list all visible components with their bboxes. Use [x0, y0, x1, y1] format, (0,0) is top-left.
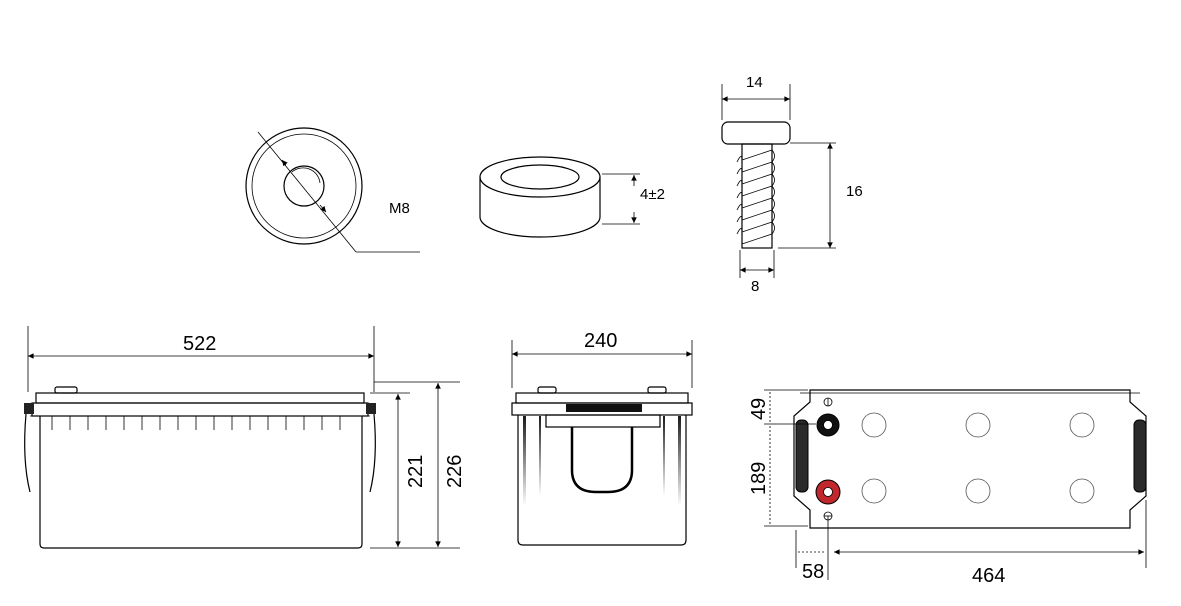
- front-height-label: 221: [405, 455, 427, 488]
- side-width-label: 240: [584, 330, 617, 352]
- side-view-drawing: 240: [511, 330, 693, 546]
- top-view-drawing: 49 189 58 464: [748, 389, 1147, 587]
- front-view-drawing: 522 221 226: [24, 326, 466, 549]
- top-terminal-offset-label: 49: [748, 398, 770, 420]
- bolt-shank-diameter-label: 8: [751, 278, 759, 295]
- bolt-length-label: 16: [846, 183, 863, 200]
- washer-drawing: 4±2: [479, 156, 665, 238]
- top-edge-offset-label: 58: [802, 561, 824, 583]
- top-inner-length-label: 464: [972, 565, 1005, 587]
- nut-thread-label: M8: [389, 200, 410, 217]
- bolt-drawing: 14 16 8: [721, 74, 863, 295]
- nut-drawing: M8: [245, 127, 420, 253]
- front-total-height-label: 226: [444, 455, 466, 488]
- washer-thickness-label: 4±2: [640, 186, 665, 203]
- bolt-head-width-label: 14: [746, 74, 763, 91]
- top-terminal-spacing-label: 189: [748, 462, 770, 495]
- front-length-label: 522: [183, 333, 216, 355]
